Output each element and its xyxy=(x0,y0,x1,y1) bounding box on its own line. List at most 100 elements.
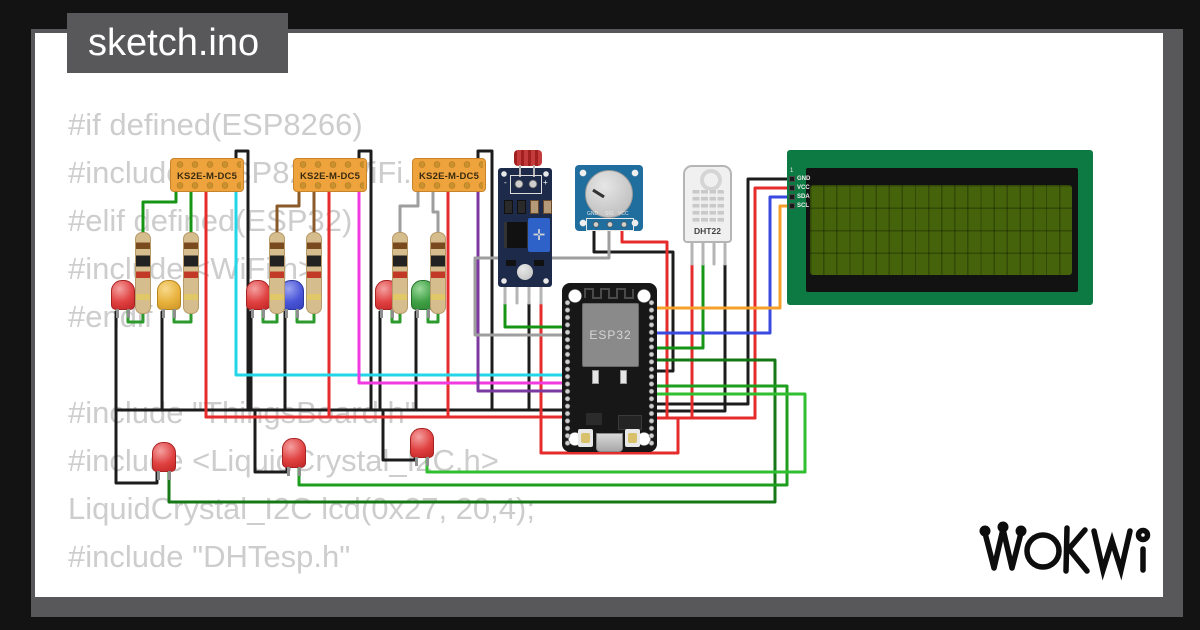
wire-relay3-ctl2-gray xyxy=(431,190,440,234)
lcd-pin-label: SDA xyxy=(797,194,810,200)
smd-resistor xyxy=(517,200,526,214)
wire-ldr-a0-green xyxy=(503,300,564,329)
wire-ledb1-sig-green xyxy=(167,358,777,504)
resistor[interactable] xyxy=(269,232,285,314)
plus-mark: + xyxy=(543,178,548,187)
esp32-chip-label: ESP32 xyxy=(589,328,632,342)
esp32-left-pins xyxy=(564,299,571,447)
resistor[interactable] xyxy=(183,232,199,314)
photoresistor-leg xyxy=(519,165,521,177)
dht22-label: DHT22 xyxy=(694,226,721,236)
wire-relay2-signal-magenta xyxy=(357,190,564,385)
pot-pin-header xyxy=(586,218,634,231)
led-red[interactable] xyxy=(111,280,135,318)
resistor[interactable] xyxy=(306,232,322,314)
minus-mark: - xyxy=(504,178,507,187)
wire-dht-data-green xyxy=(655,263,705,350)
code-line: #include "DHTesp.h" xyxy=(68,539,351,574)
mounting-hole xyxy=(700,169,722,191)
en-button[interactable] xyxy=(578,429,593,447)
lcd-screen xyxy=(810,185,1072,275)
comparator-ic xyxy=(504,222,530,248)
wire-ledb2-sig-green xyxy=(297,384,789,487)
wire-relay1-signal-cyan xyxy=(234,190,564,377)
led-red[interactable] xyxy=(282,438,306,476)
ldr-sensor-module[interactable]: - + xyxy=(498,150,552,287)
boot-button[interactable] xyxy=(625,429,640,447)
relay-pins-bottom xyxy=(415,182,483,189)
usb-uart-ic xyxy=(618,415,642,430)
resistor[interactable] xyxy=(430,232,446,314)
led-yellow[interactable] xyxy=(157,280,181,318)
sketch-filename: sketch.ino xyxy=(88,21,260,64)
led-red[interactable] xyxy=(152,442,176,480)
lcd-pin-scl xyxy=(789,203,795,209)
pot-pin-label: GND xyxy=(587,211,599,217)
wire-relay1-gnd xyxy=(234,149,250,412)
resistor[interactable] xyxy=(135,232,151,314)
smd-part xyxy=(506,260,516,266)
wire-relay2-ctl1-brown xyxy=(275,190,301,234)
lcd-pin-vcc xyxy=(789,185,795,191)
smd-resistor xyxy=(543,200,552,214)
relay-pins-top xyxy=(296,161,364,168)
photoresistor-leg xyxy=(533,165,535,177)
lcd-pin-label: SCL xyxy=(797,203,809,209)
lcd2004-display[interactable]: 1 GND VCC SDA SCL xyxy=(787,150,1093,305)
potentiometer[interactable]: GND SIG VCC xyxy=(575,165,643,231)
trimmer-potentiometer xyxy=(528,218,550,252)
potentiometer-knob[interactable] xyxy=(585,170,633,218)
wire-lcd-scl-orange xyxy=(655,204,789,310)
pin1-mark: 1 xyxy=(790,168,794,174)
resistor[interactable] xyxy=(392,232,408,314)
wire-dht-gnd xyxy=(655,263,727,413)
esp32-right-pins xyxy=(648,299,655,447)
esp32-devkit-board[interactable]: ESP32 xyxy=(562,283,657,452)
wire-ledb3-sig-green xyxy=(425,392,807,474)
relay-label: KS2E-M-DC5 xyxy=(419,171,480,182)
regulator-ic xyxy=(586,413,602,425)
relay-pins-bottom xyxy=(296,182,364,189)
photoresistor xyxy=(514,150,542,166)
capacitor xyxy=(620,370,627,384)
wire-pot-vcc xyxy=(620,229,669,420)
lcd-pin-label: GND xyxy=(797,176,811,182)
code-line: #include "ThingsBoard.h" xyxy=(68,395,416,430)
wire-pot-sig-gray xyxy=(473,229,611,337)
wire-ledb1-gnd xyxy=(114,408,159,485)
relay-pins-top xyxy=(415,161,483,168)
dht22-sensor[interactable]: DHT22 xyxy=(683,165,732,243)
pot-pin-label: VCC xyxy=(618,211,629,217)
sketch-filename-tab: sketch.ino xyxy=(67,13,288,73)
relay-module-3[interactable]: KS2E-M-DC5 xyxy=(412,158,486,192)
wire-relay1-ctl1-green xyxy=(141,190,178,234)
esp32-chip: ESP32 xyxy=(582,303,639,367)
smd-resistor xyxy=(530,200,539,214)
lcd-pin-sda xyxy=(789,194,795,200)
capacitor xyxy=(592,370,599,384)
led-red[interactable] xyxy=(246,280,270,318)
usb-connector xyxy=(596,433,623,452)
wire-relay2-gnd xyxy=(357,149,373,412)
pot-pin-label: SIG xyxy=(605,211,614,217)
ldr-socket xyxy=(510,175,542,194)
relay-module-2[interactable]: KS2E-M-DC5 xyxy=(293,158,367,192)
relay-label: KS2E-M-DC5 xyxy=(300,171,361,182)
smd-resistor xyxy=(504,200,513,214)
wire-relay3-gnd xyxy=(476,149,494,412)
wire-relay3-ctl1-gray xyxy=(398,190,420,234)
wire-lcd-sda-blue xyxy=(655,195,789,335)
led-red[interactable] xyxy=(410,428,434,466)
code-line: #if defined(ESP8266) xyxy=(68,107,363,142)
indicator-led xyxy=(517,264,533,280)
relay-pins-top xyxy=(173,161,241,168)
antenna-trace xyxy=(584,288,634,299)
relay-label: KS2E-M-DC5 xyxy=(177,171,238,182)
lcd-pin-gnd xyxy=(789,176,795,182)
code-line: LiquidCrystal_I2C lcd(0x27, 20,4); xyxy=(68,491,535,526)
wire-lcd-gnd xyxy=(655,177,789,406)
relay-pins-bottom xyxy=(173,182,241,189)
relay-module-1[interactable]: KS2E-M-DC5 xyxy=(170,158,244,192)
